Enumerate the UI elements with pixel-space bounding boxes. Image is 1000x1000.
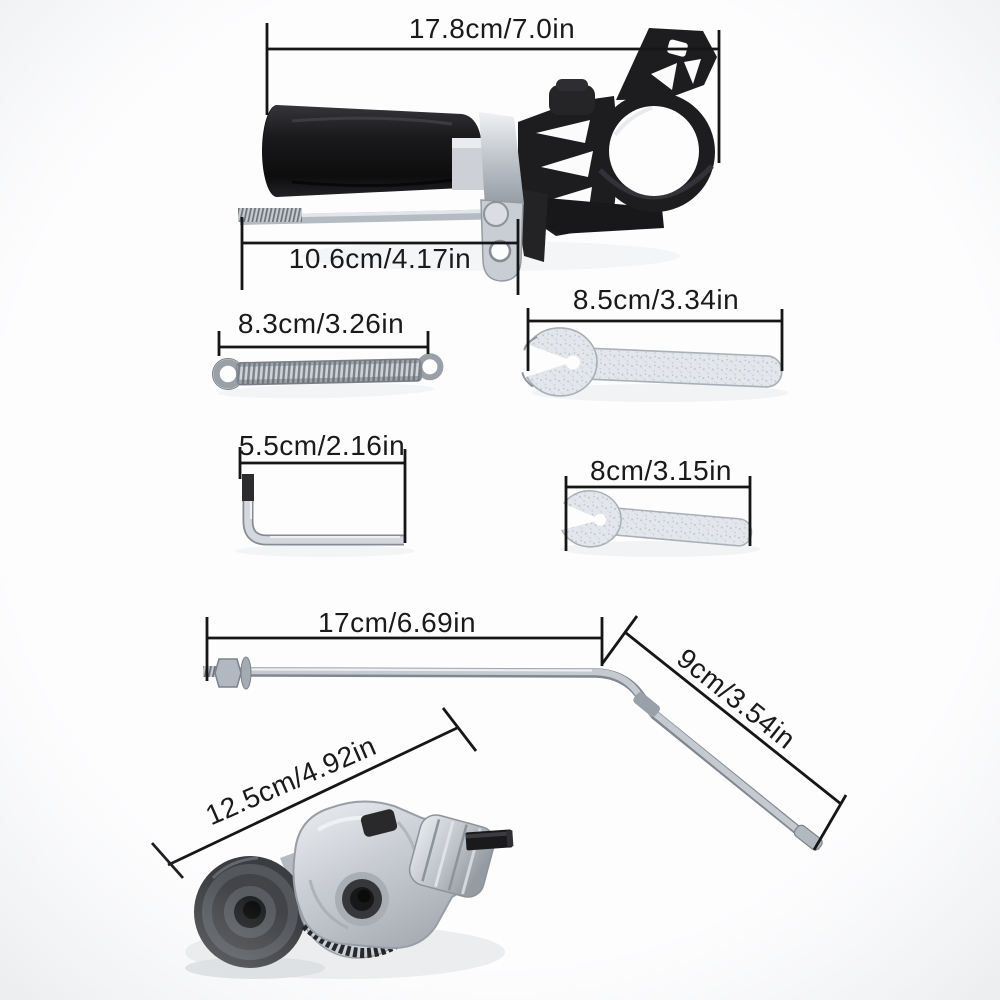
dim-label-hex-key: 5.5cm/2.16in — [238, 430, 406, 461]
dim-label-clamp-rod: 10.6cm/4.17in — [288, 243, 472, 274]
dim-label-wrench-small: 8cm/3.15in — [590, 455, 732, 486]
dim-label-wrench-large: 8.5cm/3.34in — [572, 284, 740, 315]
dim-label-spring: 8.3cm/3.26in — [237, 308, 405, 339]
dim-label-rod-straight: 17cm/6.69in — [317, 607, 477, 638]
dim-label-handle-assembly: 17.8cm/7.0in — [408, 13, 576, 44]
